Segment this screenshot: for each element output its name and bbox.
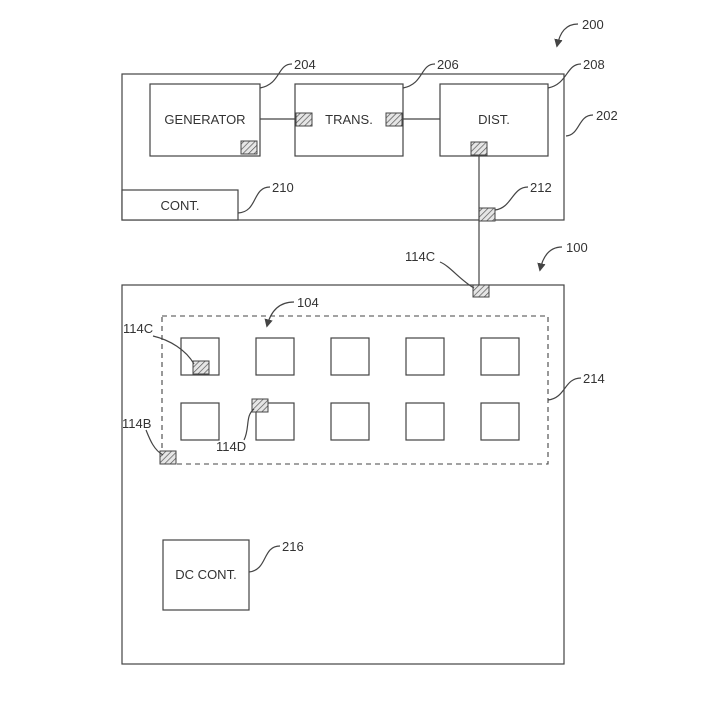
lead-210 xyxy=(237,186,271,214)
lead-202 xyxy=(565,114,594,137)
ref-114c-left: 114C xyxy=(123,321,153,336)
port-114c-top xyxy=(472,284,490,298)
server-r2-c4 xyxy=(405,402,445,441)
ref-212: 212 xyxy=(530,180,552,195)
port-212 xyxy=(478,207,496,222)
ref-104: 104 xyxy=(297,295,319,310)
ref-206: 206 xyxy=(437,57,459,72)
ref-100: 100 xyxy=(566,240,588,255)
ref-114c-top: 114C xyxy=(405,249,435,264)
ref-114d: 114D xyxy=(216,439,246,454)
ref-204: 204 xyxy=(294,57,316,72)
datacenter-100: 100 114C 214 104 114C 114D xyxy=(121,240,605,665)
ref-210: 210 xyxy=(272,180,294,195)
ref-114b: 114B xyxy=(122,416,151,431)
trans-port-right xyxy=(385,112,403,127)
arrow-100 xyxy=(537,246,563,272)
lead-216 xyxy=(248,545,281,573)
trans-label: TRANS. xyxy=(325,112,373,127)
dist-block xyxy=(439,83,549,157)
lead-114c-left xyxy=(152,335,195,365)
trans-port-left xyxy=(295,112,313,127)
dist-label: DIST. xyxy=(478,112,510,127)
port-114d xyxy=(251,398,269,413)
lead-214 xyxy=(547,377,582,401)
server-r2-c1 xyxy=(180,402,220,441)
ref-208: 208 xyxy=(583,57,605,72)
generator-label: GENERATOR xyxy=(164,112,245,127)
lead-114c-top xyxy=(439,261,475,289)
arrow-200 xyxy=(554,23,579,48)
server-r2-c3 xyxy=(330,402,370,441)
server-r1-c4 xyxy=(405,337,445,376)
ref-200: 200 xyxy=(582,17,604,32)
server-r1-c2 xyxy=(255,337,295,376)
dc-cont-block xyxy=(162,539,250,611)
trans-block xyxy=(294,83,404,157)
lead-206 xyxy=(402,63,436,89)
ref-214: 214 xyxy=(583,371,605,386)
cont-block xyxy=(121,189,239,221)
server-r1-c3 xyxy=(330,337,370,376)
lead-208 xyxy=(547,63,582,89)
lead-204 xyxy=(259,63,293,89)
lead-114d xyxy=(243,408,255,441)
port-114b xyxy=(159,450,177,465)
server-r1-c5 xyxy=(480,337,520,376)
server-r2-c5 xyxy=(480,402,520,441)
server-r2-c2 xyxy=(255,402,295,441)
generator-port xyxy=(240,140,258,155)
arrow-104 xyxy=(264,301,295,328)
dist-port xyxy=(470,141,488,156)
lead-114b xyxy=(145,429,164,456)
dc-cont-label: DC CONT. xyxy=(175,567,236,582)
ref-216: 216 xyxy=(282,539,304,554)
port-114c-left xyxy=(192,360,210,375)
rack-area-214 xyxy=(161,315,549,465)
cont-label: CONT. xyxy=(161,198,200,213)
system-200: 200 202 GENERATOR 204 TRANS. 206 DIST. 2… xyxy=(121,17,618,222)
ref-202: 202 xyxy=(596,108,618,123)
lead-212 xyxy=(494,186,529,211)
